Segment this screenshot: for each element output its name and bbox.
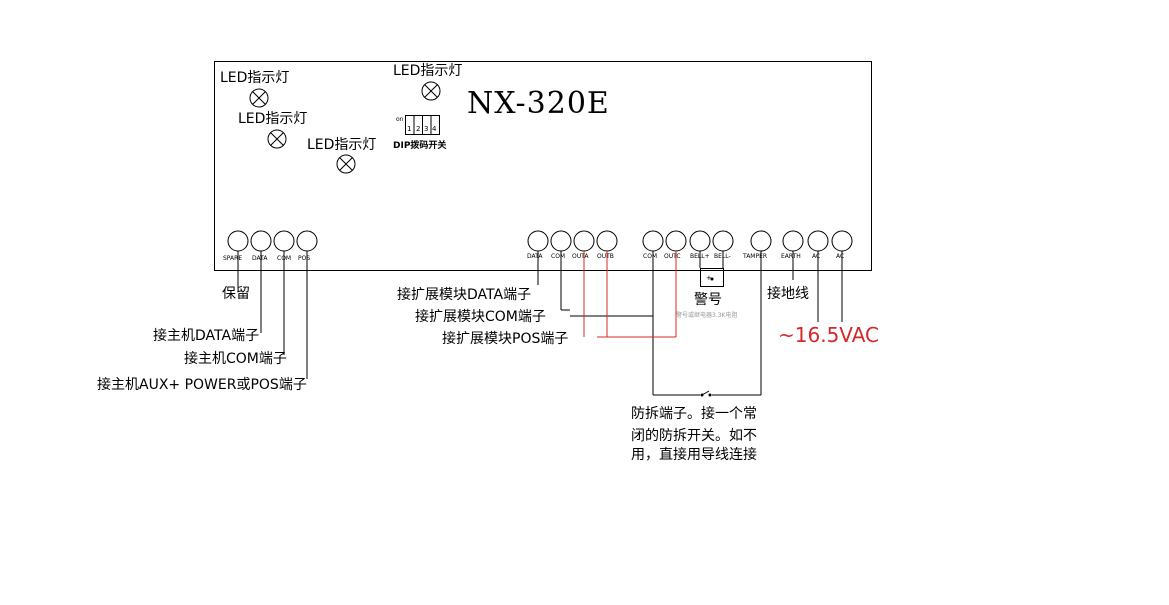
leader-lines-left [237,251,308,379]
annotation-exp-pos: 接扩展模块POS端子 [442,330,568,347]
dip-label: DIP拨码开关 [393,139,446,151]
terminal-label: AC [836,253,844,260]
led-indicator-3: LED指示灯 [307,137,376,174]
dip-switch: on 1 2 3 4 DIP拨码开关 [393,115,446,151]
terminal-label: SPARE [223,255,242,262]
terminal-bell-plus [689,230,711,252]
terminal-label: OUTB [597,253,614,260]
terminal-label: BELL- [714,253,731,260]
terminal-label: TAMPER [742,253,767,260]
terminal-ac-2 [831,230,853,252]
terminal-label: POS [298,255,310,262]
siren-symbol: + [699,251,724,287]
svg-text:+: + [706,274,712,282]
terminal-earth [782,230,804,252]
terminal-label: EARTH [781,253,801,260]
terminal-tamper [750,230,772,252]
terminal-group-right: COM OUTC BELL+ BELL- TAMPER EARTH AC AC [642,230,853,260]
annotation-siren-note: 警号或继电器3.3K电阻 [676,311,737,319]
terminal-group-left: SPARE DATA COM POS [223,230,318,262]
led-label: LED指示灯 [220,70,289,86]
terminal-bell-minus [712,230,734,252]
terminal-outc [665,230,687,252]
terminal-com [273,230,295,252]
terminal-pos [296,230,318,252]
annotation-tamper-1: 防拆端子。接一个常 [631,405,757,422]
terminal-label: COM [551,253,565,260]
terminal-label: OUTC [664,253,681,260]
model-title: NX-320E [467,86,610,121]
annotation-ac-voltage: ~16.5VAC [778,323,879,347]
terminal-label: AC [812,253,820,260]
board-outline [214,61,872,271]
terminal-data [527,230,549,252]
terminal-label: COM [643,253,657,260]
dip-number: 3 [424,125,428,133]
annotation-tamper-3: 用，直接用导线连接 [631,446,757,463]
annotation-host-data: 接主机DATA端子 [153,327,259,344]
annotation-exp-data: 接扩展模块DATA端子 [397,286,531,303]
terminal-ac-1 [807,230,829,252]
led-label: LED指示灯 [393,63,462,79]
terminal-com [642,230,664,252]
annotation-tamper-2: 闭的防拆开关。如不 [631,428,757,444]
led-label: LED指示灯 [238,111,307,127]
terminal-label: DATA [252,255,268,262]
led-label: LED指示灯 [307,137,376,153]
annotation-host-com: 接主机COM端子 [184,350,287,367]
terminal-spare [227,230,249,252]
annotation-earth: 接地线 [767,285,809,302]
led-indicator-4: LED指示灯 [393,63,462,101]
terminal-data [250,230,272,252]
led-indicator-2: LED指示灯 [238,111,307,149]
dip-on-label: on [396,116,404,123]
leader-lines-middle [537,251,677,395]
terminal-com [550,230,572,252]
terminal-group-middle: DATA COM OUTA OUTB [527,230,618,260]
annotation-host-pos: 接主机AUX+ POWER或POS端子 [97,376,307,393]
led-indicator-1: LED指示灯 [220,70,289,108]
dip-number: 2 [416,125,420,133]
terminal-label: OUTA [572,253,589,260]
terminal-outa [573,230,595,252]
annotation-siren: 警号 [694,292,722,308]
terminal-outb [596,230,618,252]
terminal-label: DATA [527,253,543,260]
annotation-spare: 保留 [222,286,250,302]
dip-number: 4 [432,125,437,133]
dip-number: 1 [407,125,411,133]
annotation-exp-com: 接扩展模块COM端子 [415,308,546,325]
tamper-loop [653,251,762,397]
